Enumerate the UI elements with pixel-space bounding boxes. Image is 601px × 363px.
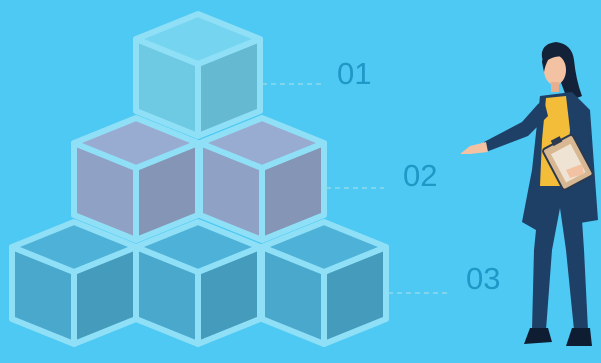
level-label-03: 03	[466, 261, 500, 296]
presenter-figure	[460, 42, 598, 346]
level-label-02: 02	[403, 158, 437, 193]
cube-4	[133, 219, 263, 347]
figure-shoe-right	[566, 328, 592, 346]
level-connectors	[262, 83, 448, 294]
figure-shoe-left	[524, 328, 552, 344]
cube-top-face	[259, 219, 389, 275]
figure-holding-hand	[566, 164, 584, 178]
cube-top-face	[197, 115, 327, 171]
level-label-01: 01	[337, 56, 371, 91]
figure-hair-front	[542, 44, 569, 72]
cube-top-face	[133, 11, 263, 67]
cube-pyramid	[9, 11, 389, 347]
cube-0	[133, 11, 263, 139]
cube-top-face	[133, 219, 263, 275]
cube-3	[9, 219, 139, 347]
figure-neck	[551, 82, 559, 92]
figure-pointing-arm	[484, 100, 548, 152]
cube-top-face	[9, 219, 139, 275]
figure-head	[544, 55, 566, 85]
figure-holding-arm	[574, 100, 592, 168]
cube-2	[197, 115, 327, 243]
cube-5	[259, 219, 389, 347]
figure-legs	[532, 190, 588, 330]
cube-top-face	[71, 115, 201, 171]
figure-pointing-hand	[460, 142, 488, 154]
cube-1	[71, 115, 201, 243]
